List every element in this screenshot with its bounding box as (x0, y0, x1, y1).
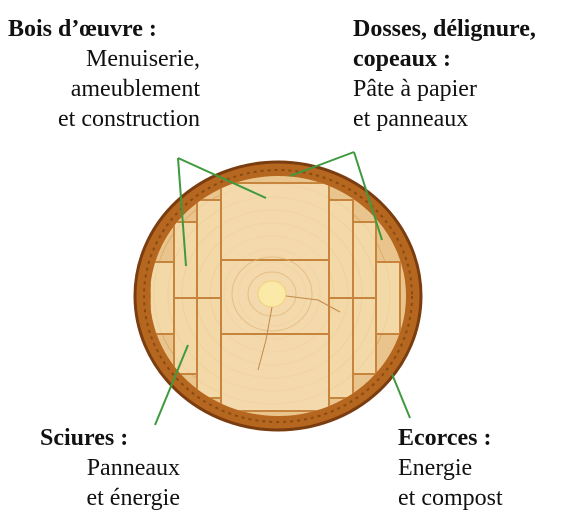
label-dosses-title-1: Dosses, délignure, (353, 14, 583, 44)
plank-right-3 (376, 262, 400, 334)
label-bois-line-2: ameublement (8, 74, 200, 104)
label-ecorces-line-1: Energie (398, 453, 578, 483)
label-dosses-title-2: copeaux : (353, 44, 583, 74)
label-ecorces-line-2: et compost (398, 483, 578, 513)
label-ecorces: Ecorces : Energie et compost (398, 423, 578, 513)
label-sciures: Sciures : Panneaux et énergie (40, 423, 180, 513)
label-sciures-title: Sciures : (40, 423, 180, 453)
label-sciures-line-1: Panneaux (40, 453, 180, 483)
label-ecorces-title: Ecorces : (398, 423, 578, 453)
label-bois-line-1: Menuiserie, (8, 44, 200, 74)
label-dosses-line-2: et panneaux (353, 104, 583, 134)
label-bois-title: Bois d’œuvre : (8, 14, 200, 44)
label-dosses: Dosses, délignure, copeaux : Pâte à papi… (353, 14, 583, 134)
label-bois-line-3: et construction (8, 104, 200, 134)
label-dosses-line-1: Pâte à papier (353, 74, 583, 104)
pith (258, 281, 286, 307)
label-bois-oeuvre: Bois d’œuvre : Menuiserie, ameublement e… (8, 14, 200, 134)
plank-left-3 (150, 262, 174, 334)
label-sciures-line-2: et énergie (40, 483, 180, 513)
